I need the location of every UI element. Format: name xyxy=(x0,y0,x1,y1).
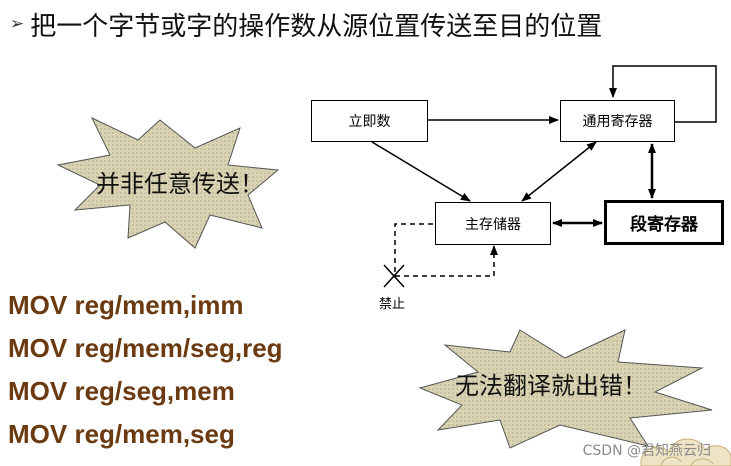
forbidden-x-icon xyxy=(384,265,404,287)
arrow-reg-mem xyxy=(522,142,596,201)
instruction-line: MOV reg/seg,mem xyxy=(8,376,235,407)
burst-text-right: 无法翻译就出错！ xyxy=(455,366,647,401)
general-register-box: 通用寄存器 xyxy=(560,100,675,142)
segment-register-box: 段寄存器 xyxy=(604,200,724,245)
watermark: CSDN @君知燕云归 xyxy=(583,440,711,460)
instruction-line: MOV reg/mem,seg xyxy=(8,419,235,450)
arrow-imm-to-mem xyxy=(372,142,470,201)
main-memory-box: 主存储器 xyxy=(435,202,551,245)
instruction-line: MOV reg/mem,imm xyxy=(8,290,244,321)
instruction-line: MOV reg/mem/seg,reg xyxy=(8,333,283,364)
forbidden-label: 禁止 xyxy=(379,293,405,312)
immediate-box: 立即数 xyxy=(311,100,428,142)
burst-text-left: 并非任意传送！ xyxy=(96,164,264,199)
